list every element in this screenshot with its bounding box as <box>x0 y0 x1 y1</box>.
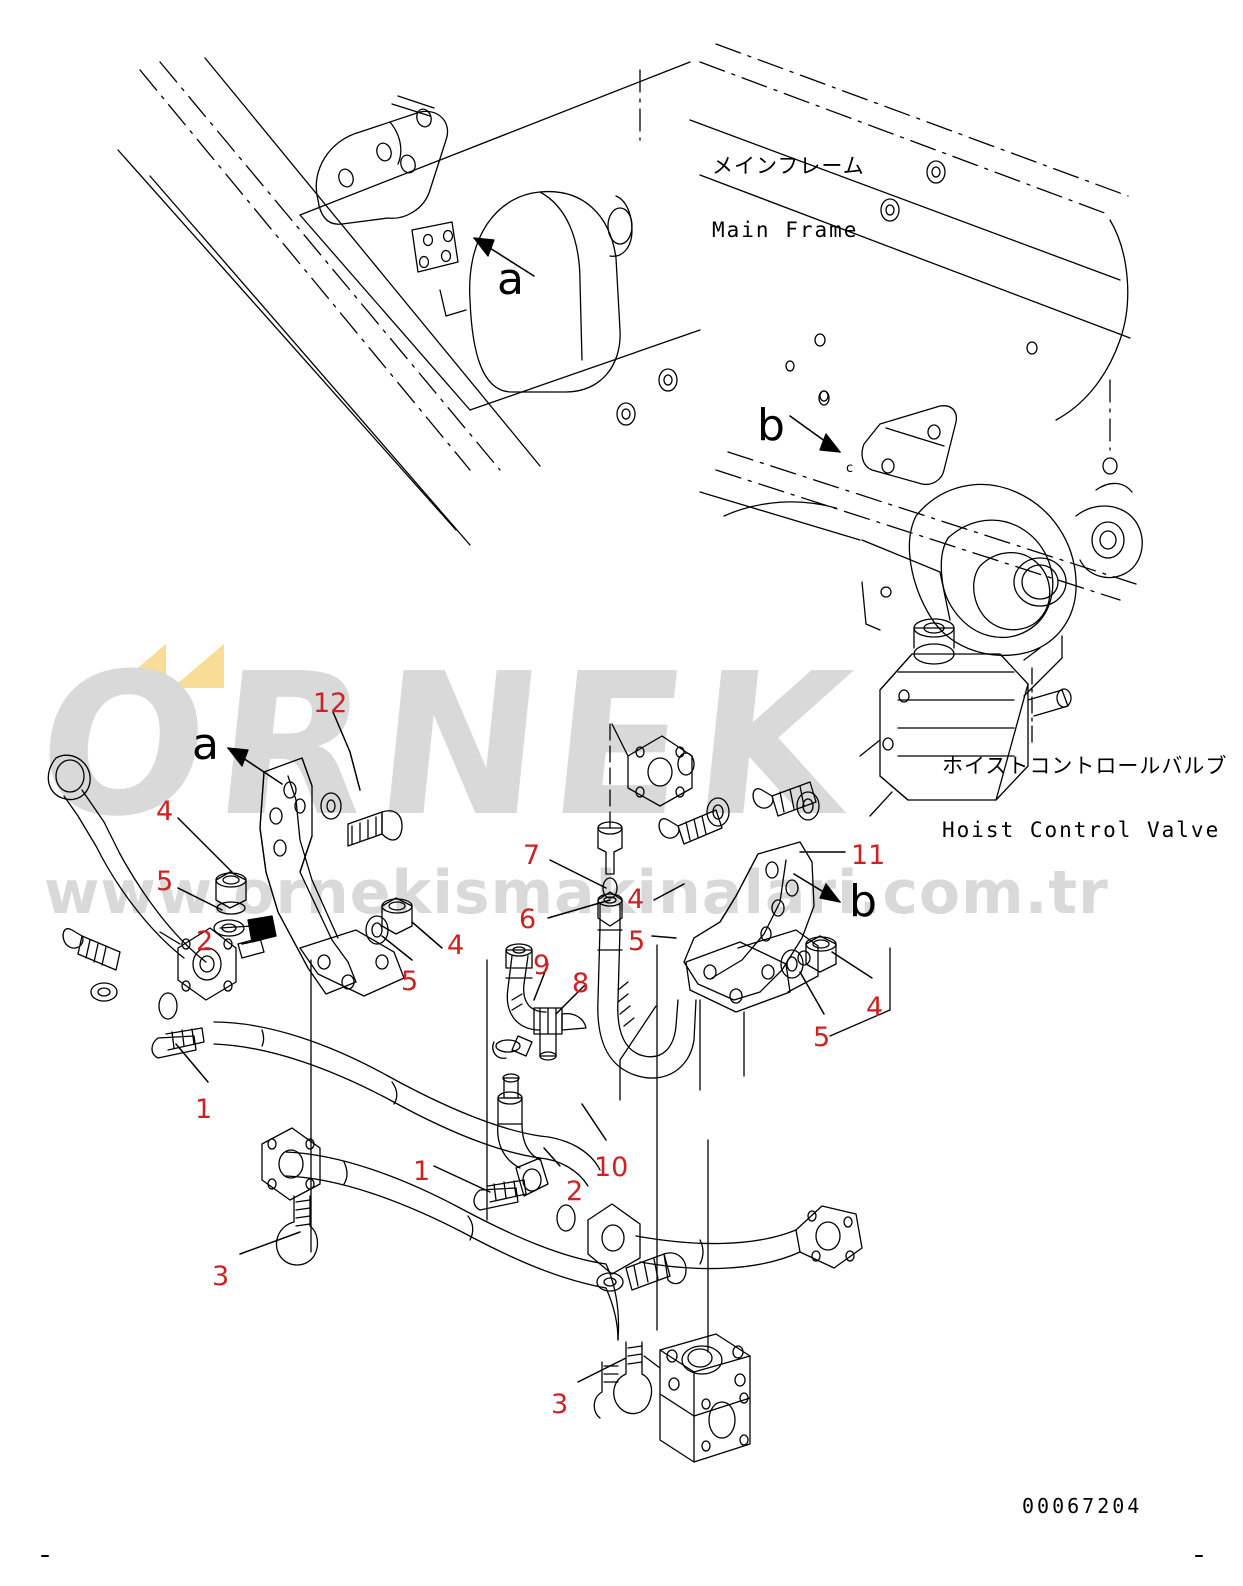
label-main-frame-en: Main Frame <box>712 218 859 242</box>
u-bolt-left <box>275 1195 319 1266</box>
callout-1-left: 1 <box>195 1094 213 1125</box>
callout-5-bracket: 5 <box>401 966 419 997</box>
callout-12: 12 <box>313 688 348 719</box>
hose-center-group <box>492 723 697 1197</box>
bottom-valve-block <box>643 1333 751 1463</box>
callout-5-mid: 5 <box>628 926 646 957</box>
callout-4-left: 4 <box>156 796 174 827</box>
bracket-right-group <box>619 781 891 1101</box>
main-frame-group <box>117 43 1143 656</box>
label-hoist-control-valve: ホイストコントロールバルブ Hoist Control Valve <box>942 712 1227 880</box>
detail-marker-b-detail: b <box>849 876 877 927</box>
nut-washer-left <box>213 871 247 937</box>
callout-1-mid: 1 <box>413 1156 431 1187</box>
callout-5-left: 5 <box>156 866 174 897</box>
leader-lines <box>175 711 873 1383</box>
detail-marker-a-detail: a <box>192 719 219 770</box>
detail-marker-b-top: b <box>757 400 785 451</box>
callout-11: 11 <box>851 840 886 871</box>
detail-arrows <box>227 747 841 903</box>
callout-6: 6 <box>519 904 537 935</box>
callout-2-left: 2 <box>196 926 214 957</box>
sheet-number: 00067204 <box>1022 1494 1143 1518</box>
callout-10: 10 <box>594 1152 629 1183</box>
callout-3-bottom: 3 <box>551 1389 569 1420</box>
bracket-left-group <box>219 757 405 997</box>
callout-7: 7 <box>523 840 541 871</box>
callout-9: 9 <box>533 950 551 981</box>
detail-marker-c: c <box>846 461 854 476</box>
callout-8: 8 <box>572 968 590 999</box>
u-bolt-bottom <box>593 1341 653 1419</box>
washer-bolt-bracket <box>320 792 413 945</box>
label-main-frame-jp: メインフレーム <box>712 154 865 178</box>
callout-4-right: 4 <box>866 992 884 1023</box>
callout-5-right: 5 <box>813 1022 831 1053</box>
hose-left-group <box>47 754 237 1020</box>
hoist-control-valve-group <box>859 618 1072 817</box>
label-hoist-control-valve-en: Hoist Control Valve <box>942 818 1221 842</box>
label-main-frame: メインフレーム Main Frame <box>712 112 865 280</box>
callout-2-mid: 2 <box>566 1176 584 1207</box>
callout-4-bracket: 4 <box>447 930 465 961</box>
label-hoist-control-valve-jp: ホイストコントロールバルブ <box>942 754 1228 778</box>
callout-4-mid: 4 <box>627 884 645 915</box>
detail-marker-a-top: a <box>497 254 524 305</box>
callout-3-left: 3 <box>212 1261 230 1292</box>
pipe-assembly-group <box>213 944 863 1353</box>
